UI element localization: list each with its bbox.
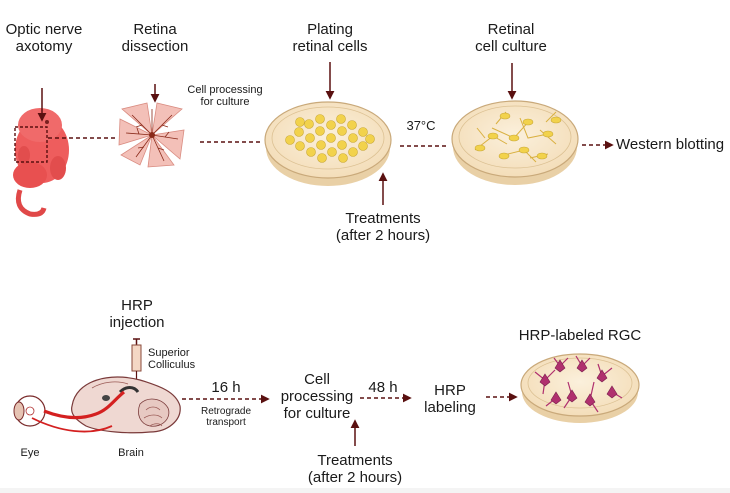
label-brain: Brain <box>118 447 144 459</box>
retrograde-path-line <box>31 417 113 433</box>
label-western-blotting: Western blotting <box>616 136 725 153</box>
label-48h: 48 h <box>368 379 398 396</box>
label-temperature: 37°C <box>406 118 436 133</box>
plating-dish-icon <box>264 101 392 186</box>
syringe-icon <box>131 338 142 382</box>
brain-icon <box>71 376 181 434</box>
label-eye: Eye <box>20 447 40 459</box>
retina-flattened-icon <box>118 102 185 168</box>
rat-pup-icon <box>13 108 69 217</box>
label-treatments-top: Treatments(after 2 hours) <box>335 210 431 244</box>
label-treatments-bottom: Treatments(after 2 hours) <box>307 452 403 486</box>
culture-dish-icon <box>451 100 579 185</box>
hrp-dish-icon <box>520 353 640 423</box>
optic-pathway-line <box>43 390 126 420</box>
label-hrp-labeled-rgc: HRP-labeled RGC <box>518 327 642 344</box>
label-16h: 16 h <box>211 379 241 396</box>
axotomy-region-box <box>14 126 48 163</box>
